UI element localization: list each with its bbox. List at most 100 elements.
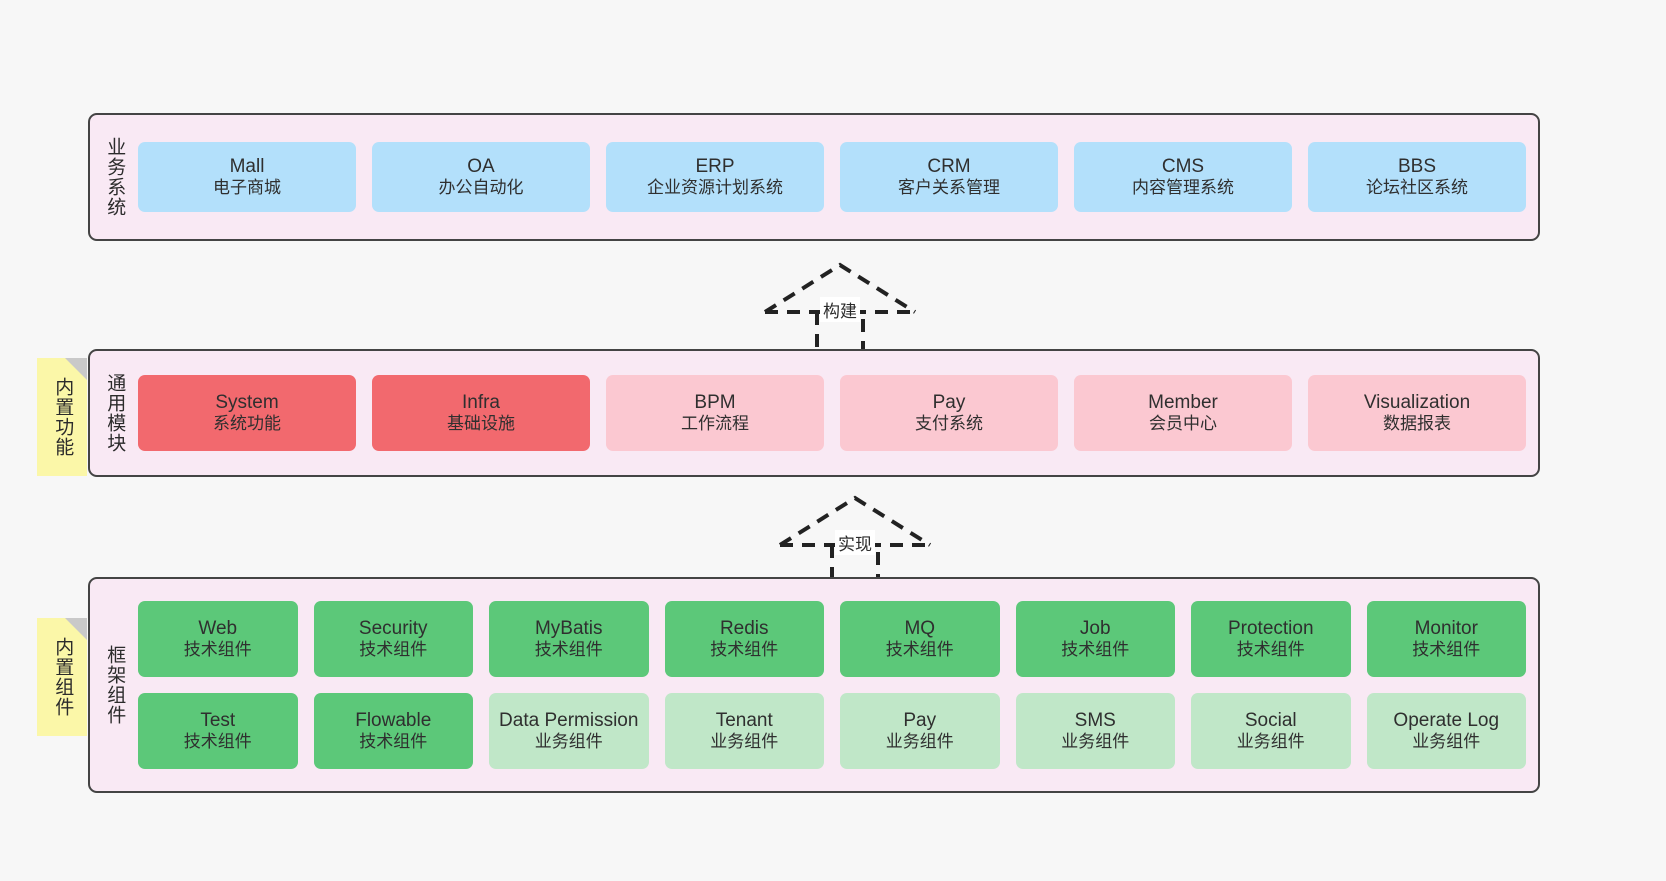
card-subtitle: 客户关系管理 [898, 178, 1000, 198]
card-title: Visualization [1363, 392, 1471, 414]
card-subtitle: 技术组件 [359, 732, 428, 752]
card-title: Social [1244, 710, 1297, 732]
connector-implement: 实现 [770, 490, 940, 590]
card-subtitle: 基础设施 [447, 414, 515, 434]
note-builtin-components[interactable]: 内置组件 [37, 618, 87, 736]
card-system[interactable]: System 系统功能 [138, 375, 356, 451]
card-pay[interactable]: Pay 支付系统 [840, 375, 1058, 451]
layer-business-systems[interactable]: 业务系统 Mall 电子商城 OA 办公自动化 ERP 企业资源计划系统 CRM… [88, 113, 1540, 241]
card-erp[interactable]: ERP 企业资源计划系统 [606, 142, 824, 212]
card-subtitle: 技术组件 [359, 640, 428, 660]
layer-body-business: Mall 电子商城 OA 办公自动化 ERP 企业资源计划系统 CRM 客户关系… [138, 115, 1538, 239]
card-data-permission[interactable]: Data Permission 业务组件 [489, 693, 649, 769]
card-subtitle: 技术组件 [1412, 640, 1481, 660]
card-subtitle: 技术组件 [1236, 640, 1305, 660]
card-subtitle: 业务组件 [1412, 732, 1481, 752]
card-infra[interactable]: Infra 基础设施 [372, 375, 590, 451]
card-redis[interactable]: Redis 技术组件 [664, 601, 824, 677]
card-subtitle: 技术组件 [885, 640, 954, 660]
card-subtitle: 数据报表 [1383, 414, 1451, 434]
card-row: Test 技术组件 Flowable 技术组件 Data Permission … [138, 693, 1526, 769]
card-title: Job [1079, 618, 1111, 640]
card-title: ERP [695, 156, 735, 178]
card-title: Test [200, 710, 236, 732]
note-builtin-features[interactable]: 内置功能 [37, 358, 87, 476]
layer-common-modules[interactable]: 通用模块 System 系统功能 Infra 基础设施 BPM 工作流程 Pay… [88, 349, 1540, 477]
card-mall[interactable]: Mall 电子商城 [138, 142, 356, 212]
card-tenant[interactable]: Tenant 业务组件 [664, 693, 824, 769]
card-title: Web [198, 618, 238, 640]
card-pay-component[interactable]: Pay 业务组件 [840, 693, 1000, 769]
card-sms[interactable]: SMS 业务组件 [1015, 693, 1175, 769]
card-crm[interactable]: CRM 客户关系管理 [840, 142, 1058, 212]
card-title: CRM [927, 156, 971, 178]
card-bbs[interactable]: BBS 论坛社区系统 [1308, 142, 1526, 212]
card-cms[interactable]: CMS 内容管理系统 [1074, 142, 1292, 212]
card-subtitle: 业务组件 [534, 732, 603, 752]
card-subtitle: 技术组件 [183, 732, 252, 752]
card-title: BBS [1397, 156, 1437, 178]
layer-title-framework: 框架组件 [104, 645, 126, 725]
card-mq[interactable]: MQ 技术组件 [840, 601, 1000, 677]
note-label: 内置组件 [52, 637, 74, 717]
card-subtitle: 技术组件 [1061, 640, 1130, 660]
card-title: Operate Log [1393, 710, 1500, 732]
card-title: Pay [903, 710, 937, 732]
card-title: CMS [1161, 156, 1205, 178]
layer-title-business: 业务系统 [104, 137, 126, 217]
card-flowable[interactable]: Flowable 技术组件 [313, 693, 473, 769]
card-subtitle: 技术组件 [183, 640, 252, 660]
card-title: MyBatis [534, 618, 603, 640]
card-row: System 系统功能 Infra 基础设施 BPM 工作流程 Pay 支付系统… [138, 375, 1526, 451]
card-social[interactable]: Social 业务组件 [1191, 693, 1351, 769]
card-operate-log[interactable]: Operate Log 业务组件 [1366, 693, 1526, 769]
layer-title-common: 通用模块 [104, 373, 126, 453]
card-oa[interactable]: OA 办公自动化 [372, 142, 590, 212]
card-subtitle: 企业资源计划系统 [647, 178, 783, 198]
card-subtitle: 业务组件 [885, 732, 954, 752]
card-member[interactable]: Member 会员中心 [1074, 375, 1292, 451]
card-bpm[interactable]: BPM 工作流程 [606, 375, 824, 451]
card-title: Pay [932, 392, 966, 414]
card-title: Member [1148, 392, 1218, 414]
card-subtitle: 内容管理系统 [1132, 178, 1234, 198]
card-title: BPM [694, 392, 736, 414]
layer-body-common: System 系统功能 Infra 基础设施 BPM 工作流程 Pay 支付系统… [138, 351, 1538, 475]
card-title: Monitor [1414, 618, 1478, 640]
card-row: Mall 电子商城 OA 办公自动化 ERP 企业资源计划系统 CRM 客户关系… [138, 142, 1526, 212]
card-test[interactable]: Test 技术组件 [138, 693, 298, 769]
layer-framework-components[interactable]: 框架组件 Web 技术组件 Security 技术组件 MyBatis 技术组件… [88, 577, 1540, 793]
card-mybatis[interactable]: MyBatis 技术组件 [489, 601, 649, 677]
card-subtitle: 会员中心 [1149, 414, 1217, 434]
card-title: OA [467, 156, 495, 178]
card-title: Protection [1227, 618, 1314, 640]
connector-label-build: 构建 [820, 297, 860, 322]
card-title: SMS [1074, 710, 1116, 732]
note-label: 内置功能 [52, 377, 74, 457]
card-protection[interactable]: Protection 技术组件 [1191, 601, 1351, 677]
connector-build: 构建 [755, 257, 925, 357]
card-subtitle: 支付系统 [915, 414, 983, 434]
card-subtitle: 技术组件 [534, 640, 603, 660]
card-title: Security [358, 618, 428, 640]
card-monitor[interactable]: Monitor 技术组件 [1366, 601, 1526, 677]
card-job[interactable]: Job 技术组件 [1015, 601, 1175, 677]
card-subtitle: 业务组件 [710, 732, 779, 752]
card-title: Data Permission [499, 710, 639, 732]
card-row: Web 技术组件 Security 技术组件 MyBatis 技术组件 Redi… [138, 601, 1526, 677]
note-fold-corner-icon [65, 618, 87, 640]
note-fold-corner-icon [65, 358, 87, 380]
card-title: Redis [719, 618, 769, 640]
card-title: Flowable [355, 710, 432, 732]
card-title: Infra [461, 392, 501, 414]
card-security[interactable]: Security 技术组件 [313, 601, 473, 677]
card-subtitle: 工作流程 [681, 414, 749, 434]
card-web[interactable]: Web 技术组件 [138, 601, 298, 677]
card-visualization[interactable]: Visualization 数据报表 [1308, 375, 1526, 451]
card-subtitle: 论坛社区系统 [1366, 178, 1468, 198]
connector-label-implement: 实现 [835, 530, 875, 555]
card-title: Mall [229, 156, 265, 178]
card-subtitle: 系统功能 [213, 414, 281, 434]
card-subtitle: 业务组件 [1061, 732, 1130, 752]
card-title: System [215, 392, 279, 414]
